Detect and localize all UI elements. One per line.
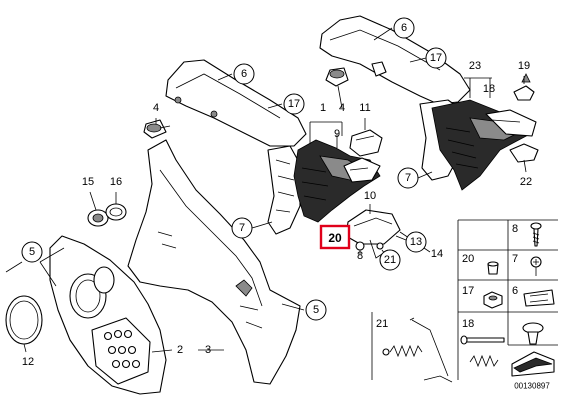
callout-5-lower: 5 bbox=[305, 299, 327, 321]
svg-text:8: 8 bbox=[357, 250, 363, 262]
svg-text:22: 22 bbox=[520, 176, 532, 188]
legend-label-18: 18 bbox=[462, 318, 474, 330]
plug-20-icon bbox=[487, 261, 499, 275]
svg-text:9: 9 bbox=[334, 128, 340, 140]
bushing-15 bbox=[87, 209, 109, 227]
callout-19: 19 bbox=[518, 60, 530, 72]
svg-text:15: 15 bbox=[82, 176, 94, 188]
callout-10: 10 bbox=[364, 190, 376, 202]
clip-4-upper bbox=[325, 61, 387, 87]
callout-6-upper-middle: 6 bbox=[233, 63, 255, 85]
callout-4-middle: 4 bbox=[339, 102, 345, 114]
svg-text:23: 23 bbox=[469, 60, 481, 72]
document-number: 00130897 bbox=[514, 382, 550, 391]
svg-text:5: 5 bbox=[29, 246, 35, 258]
callout-23: 23 bbox=[469, 60, 481, 72]
upper-right-trim-panel bbox=[319, 15, 537, 191]
nut-17-icon bbox=[483, 291, 503, 309]
callout-12: 12 bbox=[22, 356, 34, 368]
speaker-ring-12 bbox=[5, 295, 43, 345]
spring-pin-18-icon bbox=[460, 335, 505, 368]
cap-19 bbox=[513, 73, 535, 101]
svg-text:17: 17 bbox=[430, 52, 442, 64]
callout-20-label: 20 bbox=[328, 231, 342, 245]
svg-text:12: 12 bbox=[22, 356, 34, 368]
svg-text:21: 21 bbox=[384, 254, 396, 266]
callout-18: 18 bbox=[483, 83, 495, 95]
callout-7-right: 7 bbox=[397, 167, 419, 189]
clip-6-icon bbox=[523, 289, 555, 307]
callout-17-upper-right: 17 bbox=[425, 47, 447, 69]
svg-text:11: 11 bbox=[359, 102, 370, 114]
svg-text:6: 6 bbox=[401, 22, 407, 34]
switch-panel-buttons bbox=[103, 329, 141, 369]
callout-3: 3 bbox=[205, 344, 211, 356]
svg-text:4: 4 bbox=[153, 102, 159, 114]
cover-cap-11 bbox=[349, 129, 383, 157]
svg-text:1: 1 bbox=[320, 102, 326, 114]
push-rivet-icon bbox=[522, 322, 544, 345]
fastener-legend: 8 20 7 17 6 21 bbox=[371, 219, 558, 391]
legend-label-8: 8 bbox=[512, 223, 518, 235]
callout-11: 11 bbox=[359, 102, 370, 114]
legend-label-20: 20 bbox=[462, 253, 474, 265]
callout-17-upper-middle: 17 bbox=[283, 93, 305, 115]
svg-text:6: 6 bbox=[241, 68, 247, 80]
callout-8: 8 bbox=[357, 250, 363, 262]
legend-label-7: 7 bbox=[512, 253, 518, 265]
svg-text:19: 19 bbox=[518, 60, 530, 72]
legend-label-21: 21 bbox=[376, 318, 388, 330]
callout-22: 22 bbox=[520, 176, 532, 188]
svg-text:17: 17 bbox=[288, 98, 300, 110]
lower-center-trim-panel bbox=[127, 139, 301, 385]
screw-8-icon bbox=[530, 222, 542, 247]
callout-9: 9 bbox=[334, 128, 340, 140]
left-trim-panel bbox=[49, 235, 167, 395]
spring-rod-21-icon bbox=[382, 317, 453, 383]
callout-21: 21 bbox=[379, 249, 401, 271]
svg-text:2: 2 bbox=[177, 344, 183, 356]
cap-22 bbox=[509, 143, 539, 163]
callout-1: 1 bbox=[320, 102, 326, 114]
legend-label-6: 6 bbox=[512, 285, 518, 297]
bushing-16 bbox=[105, 203, 127, 221]
svg-text:5: 5 bbox=[313, 304, 319, 316]
svg-text:14: 14 bbox=[431, 248, 443, 260]
svg-text:10: 10 bbox=[364, 190, 376, 202]
center-bracket-assembly bbox=[293, 139, 381, 223]
callout-6-upper-right: 6 bbox=[393, 17, 415, 39]
callout-2: 2 bbox=[177, 344, 183, 356]
callout-13: 13 bbox=[405, 231, 427, 253]
callout-20-highlighted: 20 bbox=[319, 224, 351, 250]
clip-4-left bbox=[143, 119, 171, 139]
svg-text:7: 7 bbox=[405, 172, 411, 184]
callout-5-left: 5 bbox=[21, 241, 43, 263]
upper-middle-trim-panel bbox=[165, 59, 307, 235]
svg-text:3: 3 bbox=[205, 344, 211, 356]
svg-text:4: 4 bbox=[339, 102, 345, 114]
screw-7-icon bbox=[530, 256, 542, 276]
legend-label-17: 17 bbox=[462, 285, 474, 297]
callout-16: 16 bbox=[110, 176, 122, 188]
svg-text:18: 18 bbox=[483, 83, 495, 95]
svg-text:7: 7 bbox=[239, 222, 245, 234]
callout-4-left: 4 bbox=[153, 102, 159, 114]
svg-text:16: 16 bbox=[110, 176, 122, 188]
direction-arrow-icon bbox=[511, 351, 555, 377]
callout-15: 15 bbox=[82, 176, 94, 188]
callout-14: 14 bbox=[431, 248, 443, 260]
callout-7-left: 7 bbox=[231, 217, 253, 239]
svg-text:13: 13 bbox=[410, 236, 422, 248]
